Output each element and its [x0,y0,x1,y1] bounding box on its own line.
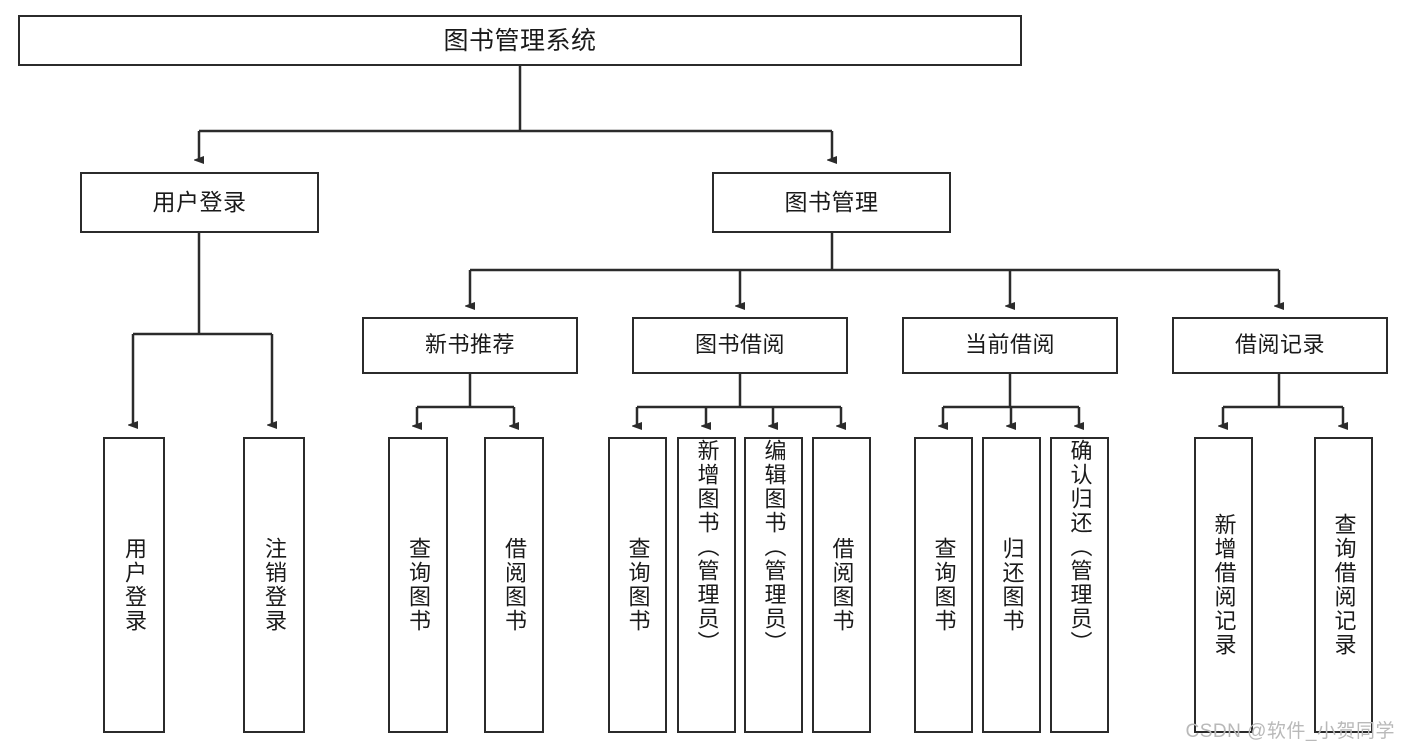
leaf-record-add-borrow-record[interactable]: 新增借阅记录 [1194,437,1253,733]
node-label: 新书推荐 [424,332,515,358]
node-label: 图书借阅 [694,332,785,358]
leaf-current-confirm-return-admin[interactable]: 确认归还（管理员） [1050,437,1109,733]
leaf-new-book-borrow-book[interactable]: 借阅图书 [484,437,544,733]
node-current-borrowing[interactable]: 当前借阅 [902,317,1118,374]
node-book-management[interactable]: 图书管理 [712,172,951,233]
node-label: 新增图书（管理员） [694,439,720,655]
leaf-borrow-borrow-book[interactable]: 借阅图书 [812,437,871,733]
leaf-borrow-query-book[interactable]: 查询图书 [608,437,667,733]
node-label: 图书管理 [784,188,879,215]
node-label: 归还图书 [999,537,1025,633]
node-label: 用户登录 [121,537,147,633]
node-label: 查询图书 [405,537,431,633]
node-label: 新增借阅记录 [1211,513,1237,657]
node-label: 图书管理系统 [443,26,597,55]
leaf-borrow-edit-book-admin[interactable]: 编辑图书（管理员） [744,437,803,733]
leaf-record-query-borrow-record[interactable]: 查询借阅记录 [1314,437,1373,733]
node-root-book-management-system[interactable]: 图书管理系统 [18,15,1022,66]
node-borrow-records[interactable]: 借阅记录 [1172,317,1388,374]
leaf-current-query-book[interactable]: 查询图书 [914,437,973,733]
leaf-current-return-book[interactable]: 归还图书 [982,437,1041,733]
leaf-new-book-query-book[interactable]: 查询图书 [388,437,448,733]
node-label: 查询图书 [625,537,651,633]
node-label: 编辑图书（管理员） [761,439,787,655]
node-label: 查询图书 [931,537,957,633]
node-label: 当前借阅 [964,332,1055,358]
node-label: 借阅记录 [1234,332,1325,358]
node-new-book-recommendation[interactable]: 新书推荐 [362,317,578,374]
node-label: 借阅图书 [829,537,855,633]
node-label: 用户登录 [152,188,247,215]
leaf-user-login-logout[interactable]: 注销登录 [243,437,305,733]
node-label: 确认归还（管理员） [1067,439,1093,655]
node-book-borrowing[interactable]: 图书借阅 [632,317,848,374]
node-label: 注销登录 [261,537,287,633]
node-label: 查询借阅记录 [1331,513,1357,657]
leaf-borrow-add-book-admin[interactable]: 新增图书（管理员） [677,437,736,733]
node-user-login[interactable]: 用户登录 [80,172,319,233]
leaf-user-login-login[interactable]: 用户登录 [103,437,165,733]
node-label: 借阅图书 [501,537,527,633]
